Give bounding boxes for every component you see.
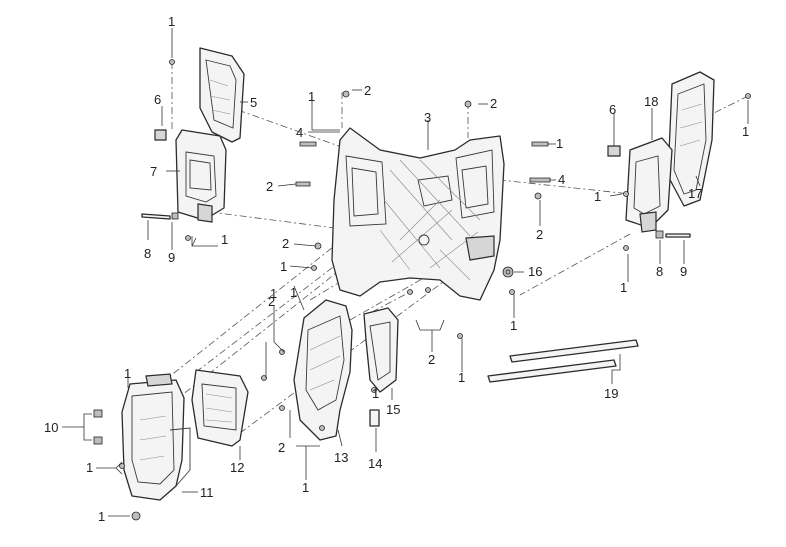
part-8-right-rod	[665, 233, 691, 238]
callout-1: 1	[290, 285, 297, 300]
callout-9: 9	[168, 250, 175, 265]
part-8-left-rod	[141, 213, 171, 220]
callout-1: 1	[270, 286, 277, 301]
callout-1: 1	[221, 232, 228, 247]
part-6-right-clip	[607, 145, 621, 157]
callout-1: 1	[308, 89, 315, 104]
callout-3: 3	[424, 110, 431, 125]
part-7-left-vent-frame	[175, 129, 227, 223]
callout-19: 19	[604, 386, 618, 401]
callout-1: 1	[556, 136, 563, 151]
part-19-trim-strips	[487, 339, 639, 383]
callout-2: 2	[490, 96, 497, 111]
callout-12: 12	[230, 460, 244, 475]
part-18-right-vent-frame	[625, 137, 673, 233]
part-15-side-bracket	[363, 307, 399, 393]
callout-9: 9	[680, 264, 687, 279]
callout-2: 2	[428, 352, 435, 367]
callout-2: 2	[268, 294, 275, 309]
part-5-left-cover-lid	[199, 47, 245, 143]
callout-1: 1	[168, 14, 175, 29]
callout-1: 1	[280, 259, 287, 274]
callout-13: 13	[334, 450, 348, 465]
part-6-left-clip	[154, 129, 167, 141]
callout-4: 4	[558, 172, 565, 187]
callout-2: 2	[364, 83, 371, 98]
part-16-grommet	[502, 266, 514, 278]
part-11-lower-storage-box	[121, 373, 191, 501]
callout-10: 10	[44, 420, 58, 435]
callout-1: 1	[458, 370, 465, 385]
callout-labels: 1 1 1 1 1 1 1 1 1 1 1 1 1 1 1 1 1 2 2 2 …	[44, 14, 749, 524]
part-13-lower-inner-panel	[293, 299, 353, 441]
callout-17: 17	[688, 186, 702, 201]
leader-lines	[62, 28, 749, 517]
callout-1: 1	[372, 386, 379, 401]
callout-1: 1	[86, 460, 93, 475]
part-9-left-nut	[171, 212, 179, 220]
callout-11: 11	[200, 485, 214, 500]
part-10-clips	[93, 409, 103, 445]
callout-1: 1	[594, 189, 601, 204]
callout-2: 2	[282, 236, 289, 251]
callout-5: 5	[250, 95, 257, 110]
callout-2: 2	[278, 440, 285, 455]
callout-6: 6	[609, 102, 616, 117]
part-9-right-nut	[655, 230, 664, 239]
callout-1: 1	[620, 280, 627, 295]
callout-18: 18	[644, 94, 658, 109]
callout-14: 14	[368, 456, 382, 471]
part-17-right-cover-lid	[667, 71, 715, 207]
part-14-spacer	[369, 409, 380, 427]
callout-2: 2	[266, 179, 273, 194]
callout-16: 16	[528, 264, 542, 279]
callout-15: 15	[386, 402, 400, 417]
callout-4: 4	[296, 125, 303, 140]
callout-6: 6	[154, 92, 161, 107]
callout-8: 8	[656, 264, 663, 279]
callout-1: 1	[302, 480, 309, 495]
part-12-lower-frame	[191, 369, 249, 447]
callout-1: 1	[742, 124, 749, 139]
callout-8: 8	[144, 246, 151, 261]
callout-7: 7	[150, 164, 157, 179]
callout-1: 1	[124, 366, 131, 381]
callout-2: 2	[536, 227, 543, 242]
fasteners	[119, 59, 751, 521]
callout-1: 1	[510, 318, 517, 333]
callout-1: 1	[98, 509, 105, 524]
part-3-center-inner-panel	[331, 127, 505, 301]
